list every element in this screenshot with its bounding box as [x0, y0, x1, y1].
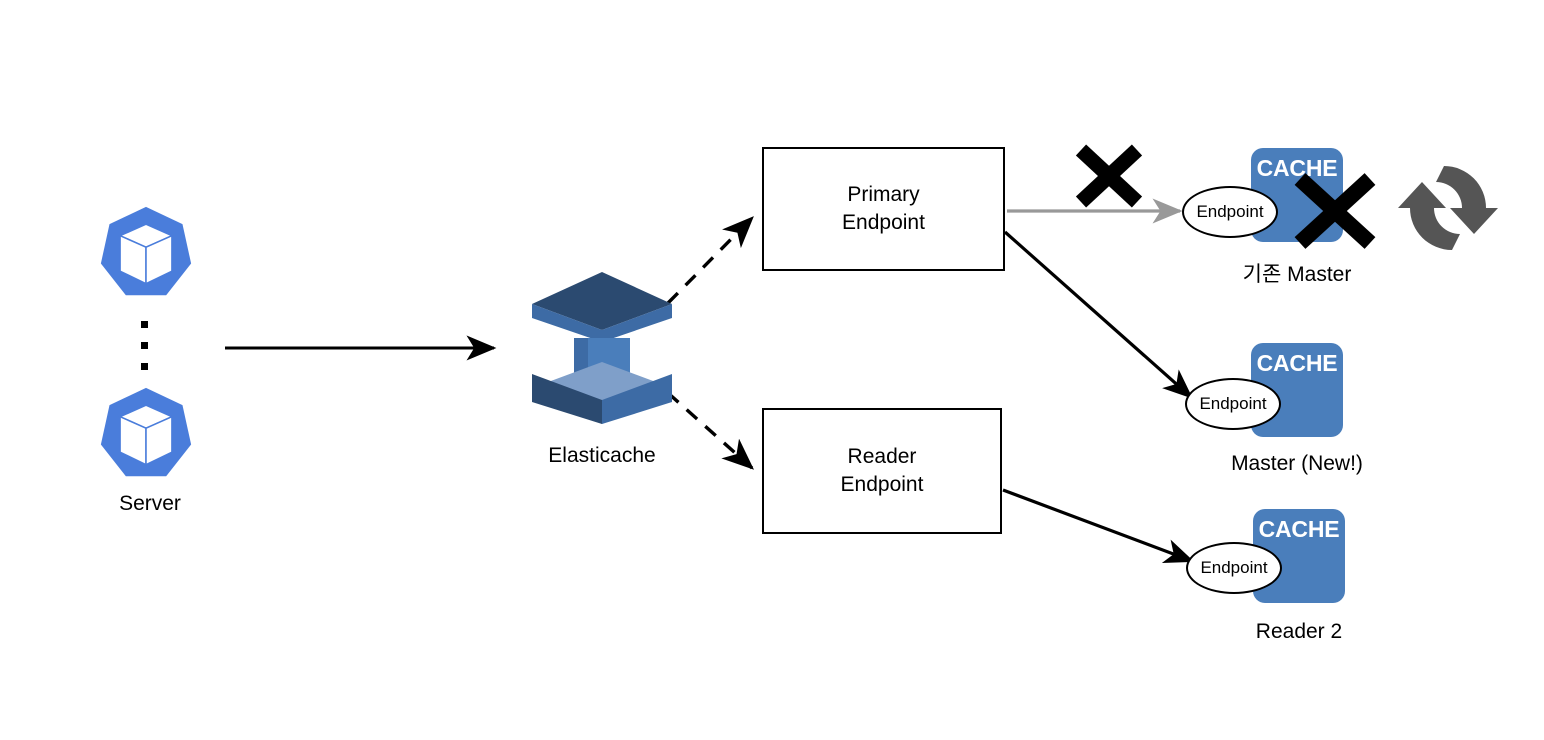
old-master-failed-x-icon: [1291, 171, 1379, 251]
failover-sync-icon: [1394, 158, 1502, 258]
primary-endpoint-label: Primary Endpoint: [842, 183, 925, 234]
old-master-cache-text: CACHE: [1256, 155, 1338, 181]
elasticache-label: Elasticache: [548, 444, 656, 467]
server-node-top-icon: [98, 204, 194, 300]
broken-link-x-icon: [1073, 143, 1145, 209]
new-master-label: Master (New!): [1231, 452, 1363, 475]
reader-endpoint-box[interactable]: Reader Endpoint: [762, 408, 1002, 534]
reader2-cache-text: CACHE: [1258, 516, 1340, 542]
old-master-endpoint-text: Endpoint: [1196, 202, 1264, 221]
reader2-endpoint-text: Endpoint: [1200, 558, 1268, 577]
wire-reader-endpoint-to-reader2: [1002, 488, 1195, 564]
primary-endpoint-box[interactable]: Primary Endpoint: [762, 147, 1005, 271]
new-master-endpoint-pill[interactable]: Endpoint: [1185, 378, 1281, 430]
new-master-endpoint-text: Endpoint: [1199, 394, 1267, 413]
wire-elasticache-to-reader-endpoint: [666, 391, 755, 470]
wire-primary-endpoint-to-new-master: [1003, 230, 1193, 399]
old-master-label: 기존 Master: [1242, 263, 1352, 286]
reader2-label: Reader 2: [1255, 620, 1343, 643]
server-node-bottom-icon: [98, 385, 194, 481]
old-master-endpoint-pill[interactable]: Endpoint: [1182, 186, 1278, 238]
server-count-ellipsis: [141, 321, 151, 384]
new-master-cache-text: CACHE: [1256, 350, 1338, 376]
reader2-endpoint-pill[interactable]: Endpoint: [1186, 542, 1282, 594]
server-group-label: Server: [119, 492, 181, 515]
reader-endpoint-label: Reader Endpoint: [840, 445, 924, 496]
elasticache-icon: [528, 266, 676, 430]
wire-elasticache-to-primary-endpoint: [666, 216, 754, 305]
